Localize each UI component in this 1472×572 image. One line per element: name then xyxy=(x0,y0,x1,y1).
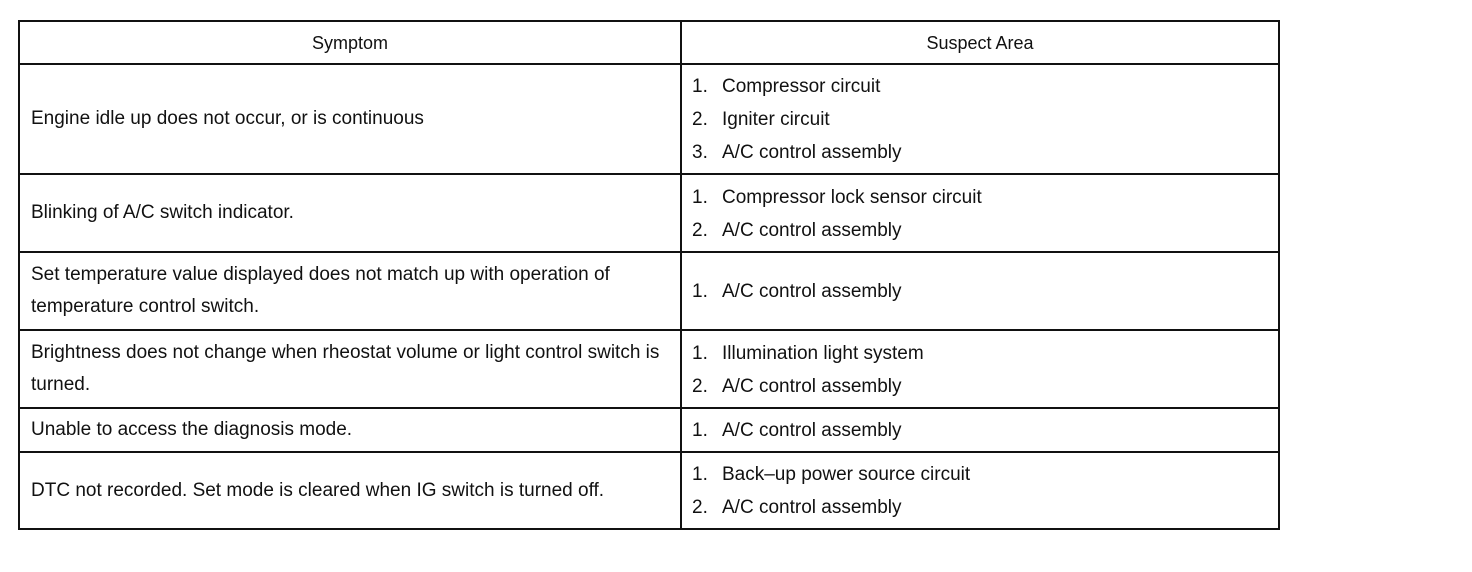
item-number: 2. xyxy=(692,497,708,518)
item-text: A/C control assembly xyxy=(722,375,902,397)
list-item: 1. Illumination light system xyxy=(692,337,1278,370)
table-row: Blinking of A/C switch indicator. 1. Comp… xyxy=(18,173,1280,253)
item-text: A/C control assembly xyxy=(722,219,902,241)
item-number: 1. xyxy=(692,420,708,441)
symptom-column-header: Symptom xyxy=(18,20,682,65)
item-text: Compressor lock sensor circuit xyxy=(722,186,982,208)
suspect-area-cell: 1. Compressor lock sensor circuit 2. A/C c… xyxy=(680,173,1280,253)
table-row: DTC not recorded. Set mode is cleared wh… xyxy=(18,451,1280,530)
list-item: 1. Compressor circuit xyxy=(692,70,1278,103)
symptom-suspect-table: Symptom Suspect Area Engine idle up does… xyxy=(18,20,1280,530)
item-number: 1. xyxy=(692,464,708,485)
table-row: Unable to access the diagnosis mode. 1. A… xyxy=(18,407,1280,453)
item-number: 1. xyxy=(692,281,708,302)
item-number: 2. xyxy=(692,375,708,397)
symptom-cell: Engine idle up does not occur, or is con… xyxy=(18,63,682,175)
suspect-area-cell: 1. Illumination light system 2. A/C contro… xyxy=(680,329,1280,409)
suspect-list: 1. Compressor circuit 2. Igniter circuit 3… xyxy=(692,65,1278,173)
item-number: 3. xyxy=(692,142,708,163)
suspect-list: 1. Illumination light system 2. A/C contro… xyxy=(692,332,1278,407)
item-number: 2. xyxy=(692,219,708,241)
list-item: 2. Igniter circuit xyxy=(692,103,1278,136)
item-text: A/C control assembly xyxy=(722,497,902,518)
suspect-list: 1. Back–up power source circuit 2. A/C con… xyxy=(692,453,1278,528)
symptom-cell: Unable to access the diagnosis mode. xyxy=(18,407,682,453)
item-number: 1. xyxy=(692,342,708,364)
table-row: Engine idle up does not occur, or is con… xyxy=(18,63,1280,175)
item-text: A/C control assembly xyxy=(722,281,902,302)
item-text: Igniter circuit xyxy=(722,109,830,130)
item-text: Illumination light system xyxy=(722,342,924,364)
item-number: 2. xyxy=(692,109,708,130)
symptom-cell: DTC not recorded. Set mode is cleared wh… xyxy=(18,451,682,530)
item-text: Back–up power source circuit xyxy=(722,464,971,485)
item-number: 1. xyxy=(692,76,708,97)
list-item: 3. A/C control assembly xyxy=(692,136,1278,169)
list-item: 2. A/C control assembly xyxy=(692,491,1278,524)
suspect-area-cell: 1. A/C control assembly xyxy=(680,407,1280,453)
suspect-area-cell: 1. A/C control assembly xyxy=(680,251,1280,331)
item-number: 1. xyxy=(692,186,708,208)
symptom-cell: Set temperature value displayed does not… xyxy=(18,251,682,331)
symptom-cell: Brightness does not change when rheostat… xyxy=(18,329,682,409)
suspect-list: 1. A/C control assembly xyxy=(692,409,1278,451)
table-row: Set temperature value displayed does not… xyxy=(18,251,1280,331)
suspect-area-column-header: Suspect Area xyxy=(680,20,1280,65)
symptom-cell: Blinking of A/C switch indicator. xyxy=(18,173,682,253)
list-item: 1. A/C control assembly xyxy=(692,414,1278,447)
suspect-list: 1. Compressor lock sensor circuit 2. A/C c… xyxy=(692,176,1278,251)
table-row: Brightness does not change when rheostat… xyxy=(18,329,1280,409)
suspect-area-cell: 1. Back–up power source circuit 2. A/C con… xyxy=(680,451,1280,530)
list-item: 2. A/C control assembly xyxy=(692,214,1278,247)
list-item: 1. Back–up power source circuit xyxy=(692,458,1278,491)
list-item: 1. A/C control assembly xyxy=(692,275,1278,308)
suspect-area-cell: 1. Compressor circuit 2. Igniter circuit 3… xyxy=(680,63,1280,175)
suspect-list: 1. A/C control assembly xyxy=(692,270,1278,312)
list-item: 2. A/C control assembly xyxy=(692,370,1278,403)
table-header-row: Symptom Suspect Area xyxy=(18,20,1280,65)
list-item: 1. Compressor lock sensor circuit xyxy=(692,181,1278,214)
item-text: A/C control assembly xyxy=(722,142,902,163)
item-text: Compressor circuit xyxy=(722,76,881,97)
item-text: A/C control assembly xyxy=(722,420,902,441)
